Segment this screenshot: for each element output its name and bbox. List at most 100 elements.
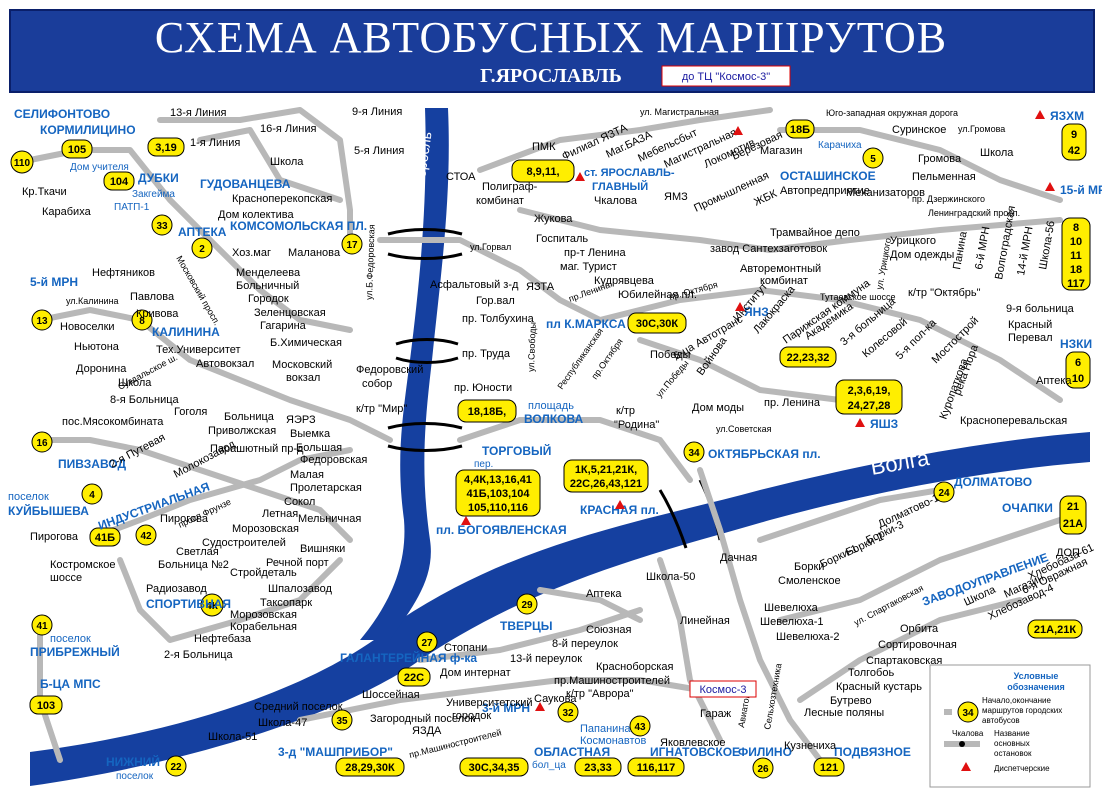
svg-text:2: 2 [199,244,205,255]
stop-label: Гоголя [174,406,207,418]
svg-text:8: 8 [1073,222,1079,234]
stop-label: Спартаковская [866,655,942,667]
stop-label: Кузнечиха [784,740,837,752]
svg-text:30С,34,35: 30С,34,35 [469,762,520,774]
svg-text:29: 29 [521,600,533,611]
route-badge: 42 [135,524,157,546]
svg-text:26: 26 [757,764,769,775]
stop-label: Сокол [284,496,315,508]
svg-text:121: 121 [820,762,838,774]
stop-label: Федоровский [356,364,423,376]
stop-label: Менделеева [236,267,301,279]
route-badge: 18Б [785,119,815,139]
svg-text:30С,30К: 30С,30К [636,318,678,330]
map-title: СХЕМА АВТОБУСНЫХ МАРШРУТОВ [155,13,947,62]
stop-label: Красный кустарь [836,681,922,693]
district-label: СЕЛИФОНТОВО [14,107,110,121]
stop-label: Гараж [700,708,732,720]
stop-label: Выемка [290,428,331,440]
stop-label: Урицкого [890,235,936,247]
stop-label: Ньютона [74,341,120,353]
svg-text:21А: 21А [1063,518,1083,530]
svg-text:22: 22 [170,762,182,773]
svg-text:42: 42 [140,531,152,542]
district-label: КУЙБЫШЕВА [8,503,89,518]
kosmos-link-box[interactable] [661,65,791,87]
district-label: НЗКИ [1060,337,1092,351]
street-label: Московский просп. [174,254,222,327]
stop-label: Полиграф- [482,181,538,193]
svg-text:23,33: 23,33 [584,762,612,774]
stop-label: Малая [290,469,324,481]
route-badge: 35 [331,709,353,731]
kosmos-link[interactable]: до ТЦ "Космос-3" [682,71,770,83]
svg-text:18: 18 [1070,264,1082,276]
stop-label: Жукова [534,213,573,225]
district-label: ЯНЗ [744,305,769,319]
stop-label: маг. Турист [560,261,617,273]
stop-label: Больничный [236,280,299,292]
route-badge: 3,19 [147,137,185,157]
stop-label: Светлая [176,546,219,558]
stop-label: 14-й МРН [1015,226,1035,277]
route-badges: 105 110 3,19 104 33 2 17 13 8 16 4 41Б 4… [10,119,1091,779]
street-label: Республиканская [555,326,605,391]
stop-label: ЯМЗ [664,191,688,203]
stop-label: Линейная [680,615,730,627]
district-label: ПРИБРЕЖНЫЙ [30,644,120,659]
stop-label: Трамвайное депо [770,227,860,239]
street-label: ул. Магистральная [640,107,719,117]
district-label: пер. [474,459,493,470]
stop-label: Школа-50 [646,571,695,583]
stop-label: Кудрявцева [594,275,655,287]
legend-text: основных [994,739,1030,748]
stop-label: Дом моды [692,402,744,414]
stop-labels: 13-я Линия 9-я Линия 1-я Линия 16-я Лини… [22,106,1096,752]
stop-label: Летная [262,508,298,520]
street-label: Ленинградский просп. [928,208,1020,218]
route-badge: 110 [10,150,34,174]
stop-label: Загородный поселок [370,713,475,725]
stop-label: Костромское [50,559,116,571]
stop-label: Красноперекопская [232,193,332,205]
svg-text:41Б,103,104: 41Б,103,104 [467,488,531,500]
stop-label: Дом колектива [218,209,294,221]
legend-title: Условные [1014,671,1059,681]
route-badge: 4 [81,483,103,505]
route-badge: 22 [165,755,187,777]
stop-label: Б.Химическая [270,337,342,349]
stop-label: 8-я Больница [110,394,180,406]
stop-label: Шпалозавод [268,583,332,595]
stop-label: Юбилейная пл. [618,289,697,301]
stop-label: Промышленная [692,170,771,215]
legend-text: автобусов [982,716,1020,725]
district-label: Космонавтов [580,735,647,747]
svg-text:34: 34 [962,708,974,719]
district-label: ГЛАВНЫЙ [592,180,648,193]
stop-label: Вишняки [300,543,345,555]
stop-label: Новоселки [60,321,115,333]
svg-text:1К,5,21,21К,: 1К,5,21,21К, [575,464,637,476]
route-badge: 8 [131,309,153,331]
street-label: ул. Урицкого [874,237,893,290]
svg-text:24: 24 [938,488,950,499]
svg-text:104: 104 [110,176,129,188]
svg-text:34: 34 [688,448,700,459]
svg-text:5: 5 [870,154,876,165]
district-label: НИЖНИЙ [106,754,160,769]
district-label: ЯШЗ [870,417,898,431]
route-badge: 13 [31,309,53,331]
district-label: 5-й МРН [30,275,78,289]
stop-label: Союзная [586,624,632,636]
stop-label: Дом одежды [890,249,954,261]
stop-label: Малановa [288,247,341,259]
route-badge: 22С [397,667,431,687]
stop-label: Красный [1008,319,1052,331]
stop-label: Доронина [76,363,127,375]
stop-label: Магазин [760,145,802,157]
district-label: СПОРТИВНАЯ [146,597,231,611]
stop-label: пр. Ленина [764,397,821,409]
route-badge: 21А,21К [1027,619,1083,639]
stop-label: 13-я Линия [170,107,226,119]
